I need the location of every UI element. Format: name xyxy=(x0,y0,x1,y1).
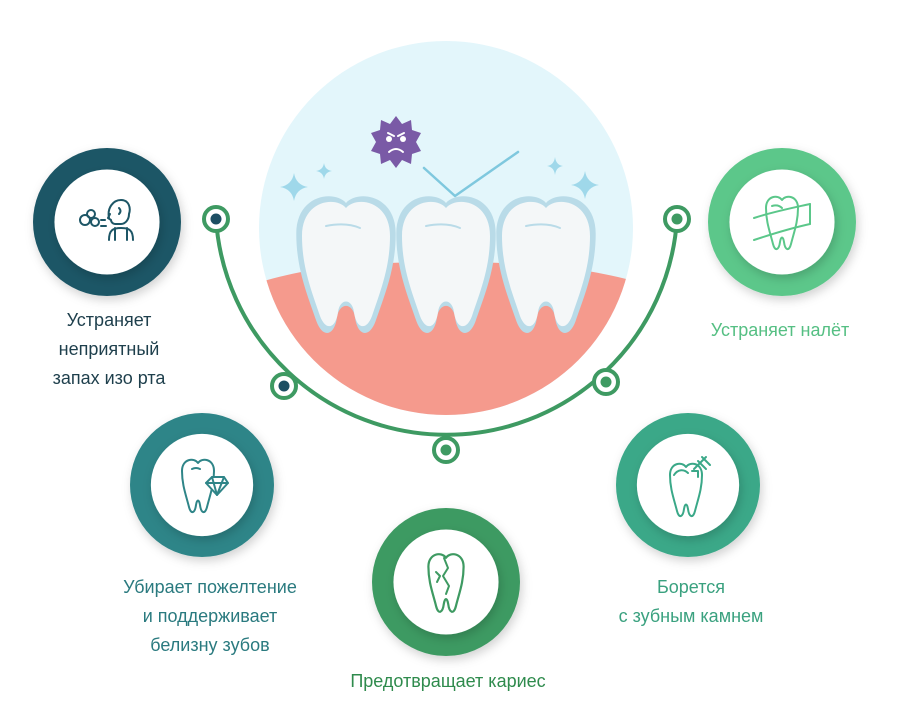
badge-inner xyxy=(150,433,254,537)
label-line: Предотвращает кариес xyxy=(350,671,546,691)
connector-dot-core xyxy=(671,213,683,225)
connector-dot-core xyxy=(210,213,222,225)
sparkle-icons xyxy=(280,157,599,201)
connector-dots xyxy=(202,205,691,464)
label-line: Убирает пожелтение xyxy=(123,577,297,597)
connector-arc xyxy=(214,218,679,437)
central-illustration xyxy=(259,41,633,415)
badge-inner xyxy=(729,169,835,275)
tooth-floss-icon xyxy=(753,195,811,250)
benefit-label-whitening: Убирает пожелтение и поддерживает белизну … xyxy=(80,573,340,660)
teeth xyxy=(296,196,596,334)
benefit-label-plaque: Устраняет налёт xyxy=(650,316,897,345)
benefit-label-breath: Устраняет неприятный запах изо рта xyxy=(0,306,239,393)
benefit-badges xyxy=(33,148,856,656)
benefit-badge-breath xyxy=(33,148,181,296)
label-line: Устраняет налёт xyxy=(710,320,850,340)
label-line: Борется xyxy=(656,577,726,597)
benefit-label-tartar: Борется с зубным камнем xyxy=(561,573,821,631)
checkmark xyxy=(422,150,520,198)
germ-icon xyxy=(371,116,421,168)
connector-dot-core xyxy=(600,376,612,388)
badge-inner xyxy=(636,433,740,537)
label-line: запах изо рта xyxy=(52,368,166,388)
benefit-label-caries: Предотвращает кариес xyxy=(318,667,578,696)
label-line: неприятный xyxy=(58,339,160,359)
label-line: и поддерживает xyxy=(142,606,278,626)
connector-dot-core xyxy=(440,444,452,456)
badge-inner xyxy=(54,169,160,275)
tooth-diamond-icon xyxy=(181,458,229,513)
breath-person-icon xyxy=(79,199,134,241)
label-line: белизну зубов xyxy=(150,635,270,655)
connector-dot-core xyxy=(278,380,290,392)
benefit-badge-tartar xyxy=(616,413,760,557)
benefit-badge-caries xyxy=(372,508,520,656)
tooth-tool-icon xyxy=(669,456,711,517)
label-line: с зубным камнем xyxy=(618,606,764,626)
benefit-badge-plaque xyxy=(708,148,856,296)
label-line: Устраняет xyxy=(66,310,152,330)
benefit-badge-whitening xyxy=(130,413,274,557)
cracked-tooth-icon xyxy=(427,553,465,613)
